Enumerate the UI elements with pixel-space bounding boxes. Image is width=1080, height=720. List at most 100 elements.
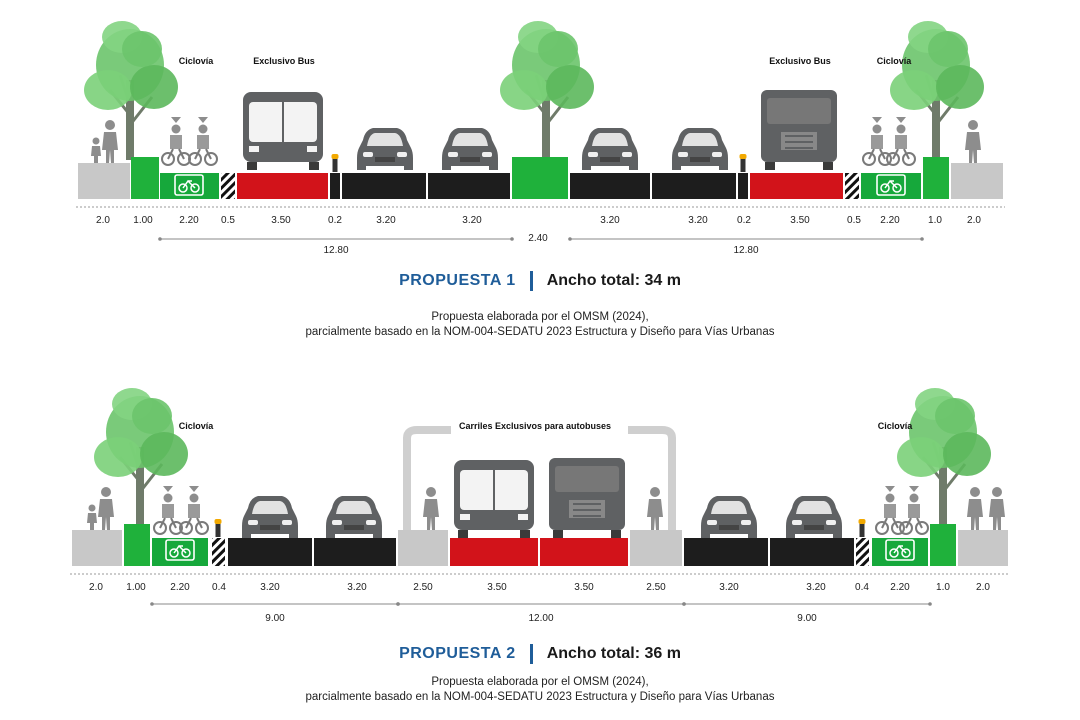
dimension-label: 3.50 [790, 215, 810, 226]
pedestrian-icon [647, 487, 663, 530]
pedestrian-icon [423, 487, 439, 530]
pedestrian-icon [98, 487, 114, 530]
sidewalk-right [951, 163, 1003, 199]
heading-divider [529, 644, 533, 664]
span-tick [928, 602, 932, 606]
span-tick [150, 602, 154, 606]
bike-lane-right [872, 538, 928, 566]
pedestrian-icon [965, 120, 981, 163]
dimension-label: 3.20 [376, 215, 396, 226]
dimension-label: 2.20 [880, 215, 900, 226]
cyclist-icon [161, 116, 191, 166]
proposal-name: PROPUESTA 2 [399, 645, 516, 662]
bus-lane-right [750, 173, 843, 199]
cyclist-icon [188, 116, 218, 166]
sidewalk-left [78, 163, 130, 199]
credit-line: parcialmente basado en la NOM-004-SEDATU… [305, 691, 775, 703]
dimension-label: 2.0 [89, 582, 103, 593]
dimension-label: 2.0 [967, 215, 981, 226]
label-ciclovia: Ciclovía [179, 421, 215, 431]
pedestrian-icon [967, 487, 983, 530]
dimension-label: 2.50 [413, 582, 433, 593]
dimension-label: 2.20 [890, 582, 910, 593]
dimension-label: 3.20 [260, 582, 280, 593]
bus-front-icon [453, 459, 535, 539]
span-label: 9.00 [265, 613, 285, 624]
car-front-icon [357, 128, 413, 170]
median-planter [512, 157, 568, 199]
tree-icon [498, 19, 596, 162]
label-ciclovia: Ciclovía [877, 56, 913, 66]
dimension-label: 3.50 [487, 582, 507, 593]
dimension-label: 0.2 [328, 215, 342, 226]
dimension-label: 0.2 [737, 215, 751, 226]
dimension-label: 3.50 [574, 582, 594, 593]
dimension-label: 3.20 [462, 215, 482, 226]
dimension-label: 3.20 [806, 582, 826, 593]
pedestrian-icon [102, 120, 118, 163]
span-label: 12.80 [323, 245, 348, 256]
bus-rear-icon [548, 457, 626, 539]
label-ciclovia: Ciclovía [179, 56, 215, 66]
buffer-hatch [212, 538, 225, 566]
child-pedestrian-icon [91, 137, 101, 163]
bus-platform [630, 530, 682, 566]
buffer-hatch [845, 173, 859, 199]
bollard-icon [739, 154, 747, 172]
dimension-label: 3.20 [719, 582, 739, 593]
dimension-label: 2.0 [976, 582, 990, 593]
buffer-hatch [221, 173, 235, 199]
credit-line: Propuesta elaborada por el OMSM (2024), [431, 676, 649, 688]
car-front-icon [326, 496, 382, 538]
bollard-icon [331, 154, 339, 172]
span-tick [568, 237, 572, 241]
credit-line: Propuesta elaborada por el OMSM (2024), [431, 311, 649, 323]
heading-propuesta-2: PROPUESTA 2 Ancho total: 36 m [0, 644, 1080, 664]
car-lane [684, 538, 768, 566]
section-propuesta-1: Ciclovía Exclusivo Bus Exclusivo Bus Cic… [76, 19, 1005, 256]
car-front-icon [701, 496, 757, 538]
total-width: Ancho total: 34 m [546, 272, 681, 289]
span-label: 9.00 [797, 613, 817, 624]
car-lane [570, 173, 650, 199]
buffer-hatch [856, 538, 869, 566]
bollard-icon [858, 519, 866, 537]
sidewalk-right [958, 530, 1008, 566]
dimension-label: 0.4 [855, 582, 869, 593]
bike-lane-left [152, 538, 208, 566]
pedestrian-icon [989, 487, 1005, 530]
span-label: 12.80 [733, 245, 758, 256]
car-front-icon [672, 128, 728, 170]
car-front-icon [442, 128, 498, 170]
bus-lane [450, 538, 538, 566]
total-width: Ancho total: 36 m [546, 645, 681, 662]
span-tick [510, 237, 514, 241]
dimension-label: 2.20 [179, 215, 199, 226]
bus-lane-left [237, 173, 328, 199]
planter-right [923, 157, 949, 199]
sidewalk-left [72, 530, 122, 566]
dimension-label: 0.5 [847, 215, 861, 226]
span-tick [396, 602, 400, 606]
dimension-label: 0.5 [221, 215, 235, 226]
car-front-icon [786, 496, 842, 538]
bus-platform [398, 530, 448, 566]
dimension-label: 2.20 [170, 582, 190, 593]
span-tick [158, 237, 162, 241]
dimension-label: 3.50 [271, 215, 291, 226]
label-carriles-exclusivos: Carriles Exclusivos para autobuses [459, 421, 611, 431]
span-tick [682, 602, 686, 606]
car-lane [652, 173, 736, 199]
car-front-icon [242, 496, 298, 538]
heading-divider [529, 271, 533, 291]
dimension-label: 2.40 [528, 233, 548, 244]
car-lane [428, 173, 510, 199]
dimension-label: 2.50 [646, 582, 666, 593]
proposal-name: PROPUESTA 1 [399, 272, 516, 289]
label-ciclovia: Ciclovía [878, 421, 914, 431]
span-tick [920, 237, 924, 241]
label-exclusivo-bus: Exclusivo Bus [253, 56, 315, 66]
